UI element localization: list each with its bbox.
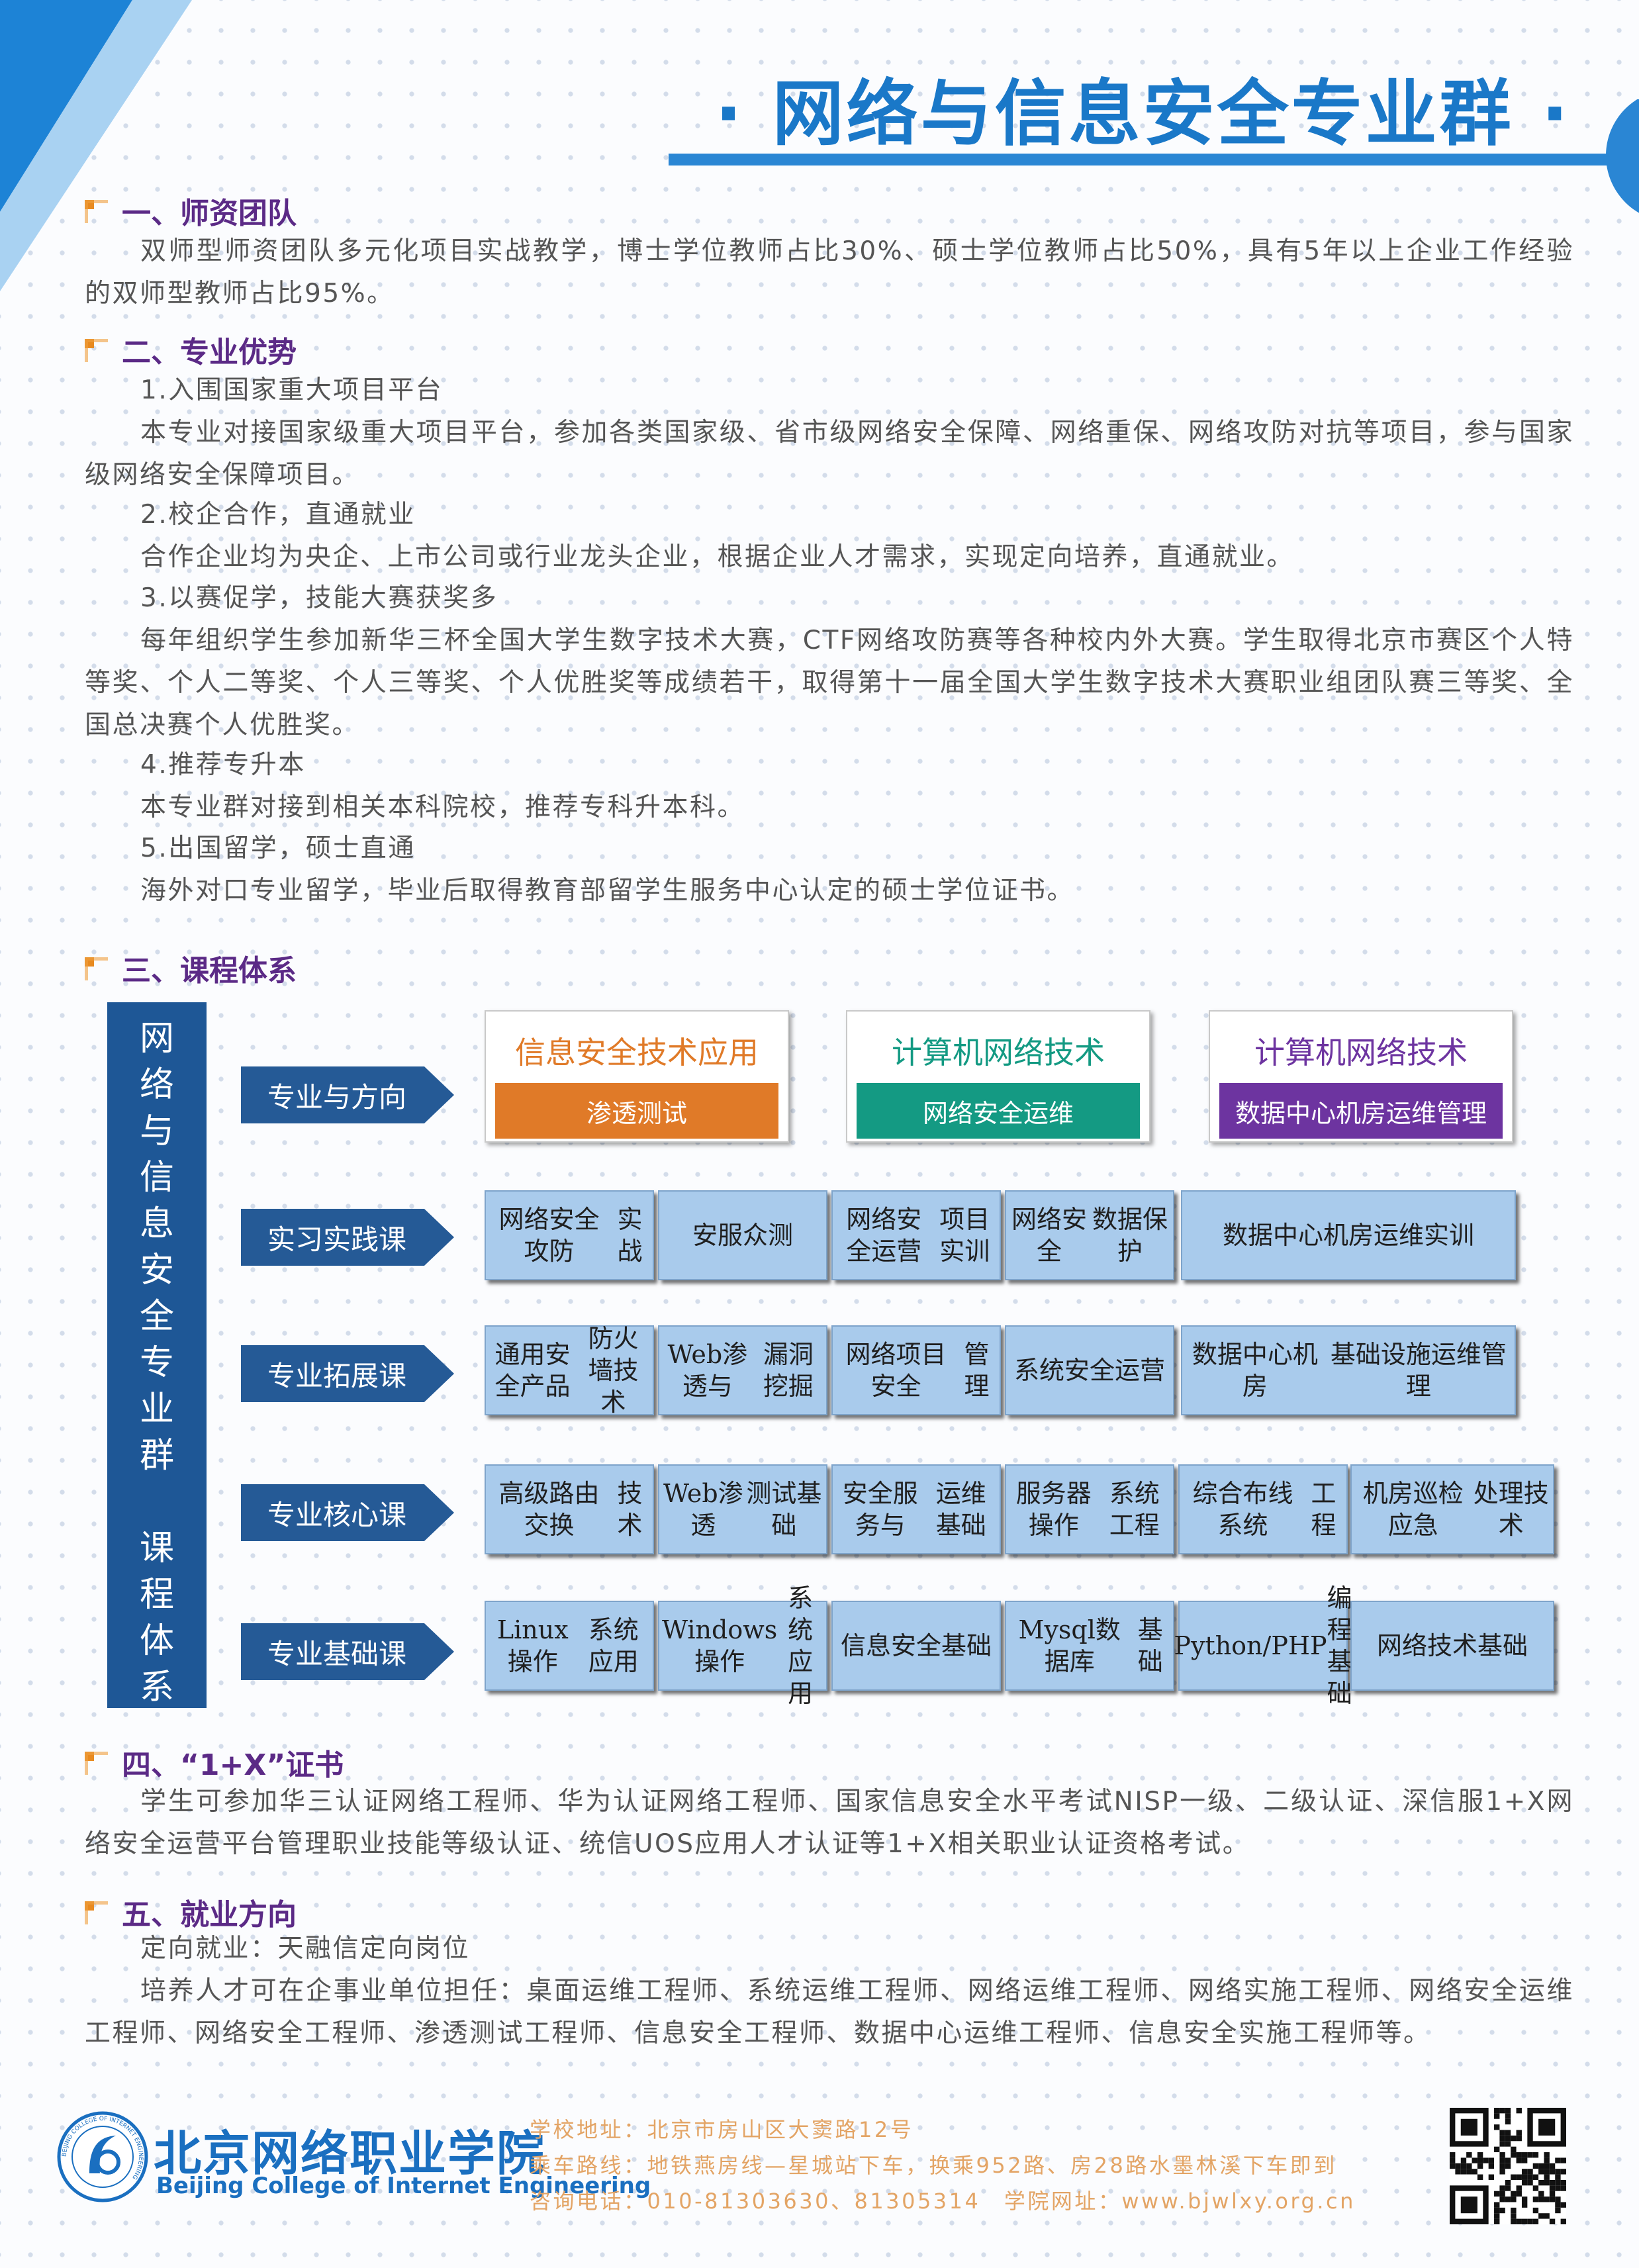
practice-course-box: 网络安全攻防实战	[485, 1190, 654, 1280]
extension-course-box: 系统安全运营	[1005, 1325, 1174, 1415]
direction-title: 信息安全技术应用	[515, 1035, 759, 1070]
vertical-label-char: 程	[139, 1575, 174, 1615]
extension-course-box: 通用安全产品防火墙技术	[485, 1324, 654, 1417]
curriculum-vertical-label: 网络与信息安全专业群 课程体系	[107, 1002, 207, 1708]
vertical-label-char: 体	[139, 1621, 174, 1661]
core-course-box: 机房巡检应急处理技术	[1350, 1464, 1554, 1554]
direction-title: 计算机网络技术	[1254, 1035, 1468, 1070]
practice-course-box: 网络安全运营项目实训	[831, 1190, 1001, 1280]
advantage-heading-4: 4.推荐专升本	[140, 750, 306, 780]
section-heading-employment: 五、就业方向	[85, 1891, 297, 1933]
advantage-paragraph-4: 本专业群对接到相关本科院校，推荐专科升本科。	[140, 792, 745, 822]
vertical-label-char: 全	[139, 1297, 174, 1337]
footer-transport: 乘车路线：地铁燕房线—星城站下车，换乘952路、房28路水墨林溪下车即到	[530, 2153, 1337, 2178]
employment-paragraph: 培养人才可在企事业单位担任：桌面运维工程师、系统运维工程师、网络运维工程师、网络…	[85, 1976, 1574, 2048]
bullet-icon	[85, 339, 108, 362]
row-label-foundation: 专业基础课	[241, 1623, 454, 1680]
school-name-en: Beijing College of Internet Engineering	[156, 2173, 651, 2199]
footer-address: 学校地址：北京市房山区大窦路12号	[530, 2117, 914, 2142]
bullet-icon	[85, 200, 108, 223]
row-label-core: 专业核心课	[241, 1484, 454, 1541]
vertical-label-char: 息	[139, 1204, 174, 1244]
school-name-cn: 北京网络职业学院	[154, 2126, 546, 2181]
footer-contact: 咨询电话：010-81303630、81305314 学院网址：www.bjwl…	[530, 2189, 1356, 2214]
page-title: · 网络与信息安全专业群 ·	[715, 73, 1571, 156]
advantage-heading-3: 3.以赛促学，技能大赛获奖多	[140, 583, 498, 613]
title-rule	[669, 154, 1639, 165]
extension-course-box: 数据中心机房基础设施运维管理	[1181, 1325, 1516, 1415]
certificates-paragraph: 学生可参加华三认证网络工程师、华为认证网络工程师、国家信息安全水平考试NISP一…	[85, 1787, 1574, 1859]
top-right-decoration	[1606, 99, 1639, 213]
vertical-label-char: 信	[139, 1158, 174, 1198]
vertical-label-char	[107, 1479, 207, 1525]
direction-badge: 网络安全运维	[857, 1083, 1140, 1139]
advantage-paragraph-3: 每年组织学生参加新华三杯全国大学生数字技术大赛，CTF网络攻防赛等各种校内外大赛…	[85, 626, 1574, 740]
employment-subheading: 定向就业：天融信定向岗位	[140, 1934, 471, 1963]
bullet-icon	[85, 1752, 108, 1775]
core-course-box: 综合布线系统工程	[1178, 1464, 1348, 1554]
vertical-label-char: 课	[139, 1529, 174, 1568]
direction-title: 计算机网络技术	[892, 1035, 1105, 1070]
vertical-label-char: 安	[139, 1251, 174, 1290]
extension-course-box: 网络项目安全管理	[831, 1325, 1001, 1415]
direction-card-infosec: 信息安全技术应用 渗透测试	[485, 1010, 789, 1143]
vertical-label-char: 业	[139, 1390, 174, 1429]
direction-badge: 渗透测试	[495, 1083, 778, 1139]
advantage-heading-2: 2.校企合作，直通就业	[140, 500, 416, 530]
advantage-heading-1: 1.入围国家重大项目平台	[140, 375, 444, 405]
direction-card-datacenter: 计算机网络技术 数据中心机房运维管理	[1209, 1010, 1513, 1143]
advantage-paragraph-2: 合作企业均为央企、上市公司或行业龙头企业，根据企业人才需求，实现定向培养，直通就…	[140, 542, 1295, 572]
practice-course-box: 安服众测	[658, 1190, 827, 1280]
practice-course-box: 数据中心机房运维实训	[1181, 1190, 1516, 1280]
foundation-course-box: 信息安全基础	[831, 1601, 1001, 1691]
vertical-label-char: 与	[139, 1111, 174, 1151]
core-course-box: Web渗透测试基础	[658, 1464, 827, 1554]
top-left-decoration	[0, 0, 192, 291]
bullet-icon	[85, 1901, 108, 1924]
college-logo-icon: BEIJING COLLEGE OF INTERNET ENGINEERING	[57, 2111, 148, 2202]
practice-course-box: 网络安全数据保护	[1005, 1190, 1174, 1280]
vertical-label-char: 群	[139, 1436, 174, 1476]
foundation-course-box: Mysql数据库基础	[1005, 1601, 1174, 1691]
core-course-box: 高级路由交换技术	[485, 1464, 654, 1554]
foundation-course-box: Linux操作系统应用	[485, 1601, 654, 1691]
bullet-icon	[85, 957, 108, 980]
section-heading-certificates: 四、“1+X”证书	[85, 1741, 344, 1783]
foundation-course-box: 网络技术基础	[1350, 1601, 1554, 1691]
vertical-label-char: 专	[139, 1343, 174, 1383]
faculty-paragraph: 双师型师资团队多元化项目实战教学，博士学位教师占比30%、硕士学位教师占比50%…	[85, 236, 1574, 308]
vertical-label-char: 络	[139, 1065, 174, 1105]
vertical-label-char: 系	[139, 1668, 174, 1707]
advantage-paragraph-1: 本专业对接国家级重大项目平台，参加各类国家级、省市级网络安全保障、网络重保、网络…	[85, 418, 1574, 490]
section-heading-advantages: 二、专业优势	[85, 328, 297, 371]
direction-badge: 数据中心机房运维管理	[1219, 1083, 1503, 1139]
foundation-course-box: Windows操作系统应用	[658, 1583, 827, 1708]
advantage-heading-5: 5.出国留学，硕士直通	[140, 833, 416, 863]
qr-code-icon[interactable]	[1450, 2108, 1566, 2224]
core-course-box: 服务器操作系统工程	[1005, 1464, 1174, 1554]
direction-card-network-ops: 计算机网络技术 网络安全运维	[846, 1010, 1150, 1143]
advantage-paragraph-5: 海外对口专业留学，毕业后取得教育部留学生服务中心认定的硕士学位证书。	[140, 876, 1075, 906]
row-label-direction: 专业与方向	[241, 1066, 454, 1123]
row-label-extension: 专业拓展课	[241, 1345, 454, 1402]
vertical-label-char: 网	[139, 1019, 174, 1059]
section-heading-faculty: 一、师资团队	[85, 189, 297, 232]
row-label-practice: 实习实践课	[241, 1209, 454, 1266]
section-heading-curriculum: 三、课程体系	[85, 947, 297, 989]
extension-course-box: Web渗透与漏洞挖掘	[658, 1325, 827, 1415]
core-course-box: 安全服务与运维基础	[831, 1464, 1001, 1554]
